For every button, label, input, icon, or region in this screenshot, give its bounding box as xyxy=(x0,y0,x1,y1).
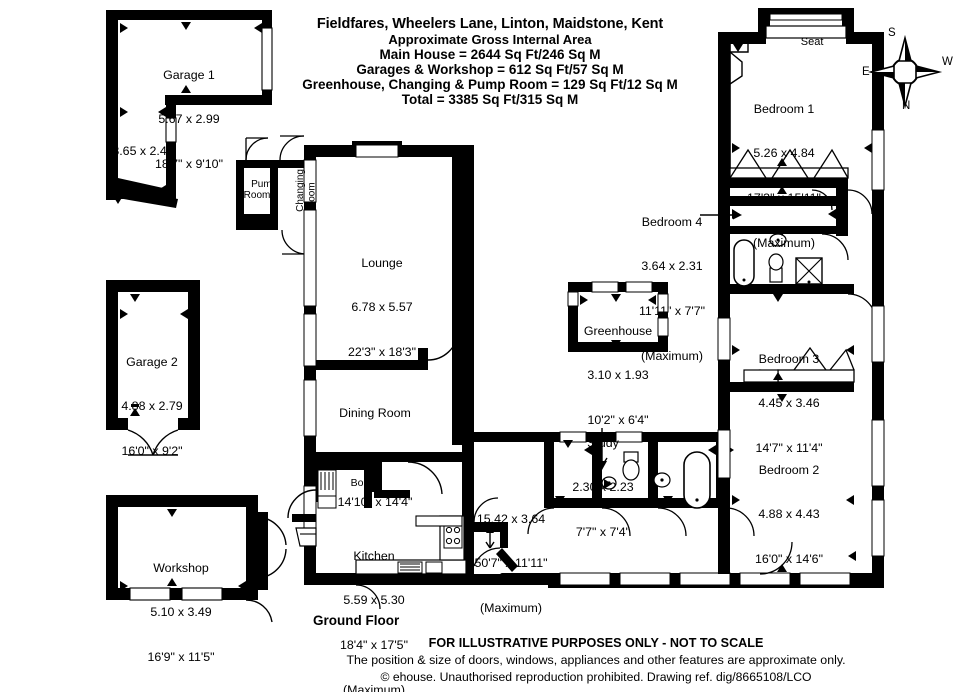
bedroom-2-name: Bedroom 2 xyxy=(758,462,820,477)
kitchen-metric: 5.59 x 5.30 xyxy=(343,593,405,608)
bedroom-1-note: (Maximum) xyxy=(753,235,815,250)
kitchen-note: (Maximum) xyxy=(343,682,405,692)
seat-name: Seat xyxy=(800,35,824,48)
room-label-bedroom-4: Bedroom 4 3.64 x 2.31 11'11" x 7'7" (Max… xyxy=(639,185,705,393)
compass-label-south: S xyxy=(888,27,896,39)
garage-1-metric: 5.67 x 2.99 xyxy=(158,112,220,127)
lounge-metric: 6.78 x 5.57 xyxy=(351,300,413,315)
room-label-lounge: Lounge 6.78 x 5.57 22'3" x 18'3" xyxy=(348,226,416,390)
label-seat: Seat xyxy=(789,23,824,61)
footer-note: The position & size of doors, windows, a… xyxy=(346,653,846,667)
bedroom-2-imperial: 16'0" x 14'6" xyxy=(755,552,823,566)
dining-room-name: Dining Room xyxy=(339,405,411,420)
bedroom-1-name: Bedroom 1 xyxy=(753,101,815,116)
garage-1-annex-metric: 3.65 x 2.45 xyxy=(112,143,174,158)
dining-room-imperial: 14'10" x 14'4" xyxy=(337,495,413,509)
boiler-name: Boiler xyxy=(350,476,378,489)
footer-disclaimer: FOR ILLUSTRATIVE PURPOSES ONLY - NOT TO … xyxy=(428,636,764,650)
bedroom-1-imperial: 17'3" x 15'11" xyxy=(747,191,821,205)
workshop-name: Workshop xyxy=(153,560,209,575)
bedroom-4-metric: 3.64 x 2.31 xyxy=(641,259,703,274)
study-name: Study xyxy=(587,435,619,450)
hall-metric: 15.42 x 3.64 xyxy=(476,511,546,526)
garage-1-name: Garage 1 xyxy=(163,67,215,82)
room-label-study: Study 2.30 x 2.23 7'7" x 7'4" xyxy=(572,406,633,570)
study-metric: 2.30 x 2.23 xyxy=(572,480,634,495)
bedroom-3-imperial: 14'7" x 11'4" xyxy=(755,441,823,455)
bedroom-2-metric: 4.88 x 4.43 xyxy=(758,507,820,522)
room-label-hall: 15.42 x 3.64 50'7" x 11'11" (Maximum) xyxy=(474,482,547,646)
compass-label-north: N xyxy=(902,100,911,112)
area-subtitle: Approximate Gross Internal Area xyxy=(388,32,592,47)
workshop-metric: 5.10 x 3.49 xyxy=(150,605,212,620)
area-main-house: Main House = 2644 Sq Ft/246 Sq M xyxy=(379,47,601,62)
area-greenhouse: Greenhouse, Changing & Pump Room = 129 S… xyxy=(302,77,678,92)
bedroom-1-metric: 5.26 x 4.84 xyxy=(753,146,815,161)
room-label-bedroom-2: Bedroom 2 4.88 x 4.43 16'0" x 14'6" xyxy=(755,433,823,597)
room-label-garage-2: Garage 2 4.88 x 2.79 16'0" x 9'2" xyxy=(121,325,182,489)
workshop-imperial: 16'9" x 11'5" xyxy=(147,650,215,664)
pump-room-name: Pump Room xyxy=(243,179,278,202)
greenhouse-metric: 3.10 x 1.93 xyxy=(587,368,649,383)
bedroom-4-name: Bedroom 4 xyxy=(641,214,703,229)
kitchen-imperial: 18'4" x 17'5" xyxy=(340,638,408,652)
greenhouse-name: Greenhouse xyxy=(583,323,653,338)
floor-label: Ground Floor xyxy=(313,613,400,628)
bedroom-3-name: Bedroom 3 xyxy=(758,351,820,366)
area-garages-workshop: Garages & Workshop = 612 Sq Ft/57 Sq M xyxy=(356,62,624,77)
property-address: Fieldfares, Wheelers Lane, Linton, Maids… xyxy=(316,16,664,32)
compass-label-east: E xyxy=(862,66,870,78)
changing-room-name: Changing Room xyxy=(295,169,318,212)
room-label-bedroom-3: Bedroom 3 4.45 x 3.46 14'7" x 11'4" xyxy=(755,322,822,486)
dining-room-metric: 4.53 x 4.37 xyxy=(344,450,406,465)
room-label-greenhouse: Greenhouse 3.10 x 1.93 10'2" x 6'4" xyxy=(584,294,652,458)
room-label-workshop: Workshop 5.10 x 3.49 16'9" x 11'5" xyxy=(147,531,214,692)
room-label-dining-room: Dining Room 4.53 x 4.37 14'10" x 14'4" xyxy=(338,376,413,540)
title-block: Fieldfares, Wheelers Lane, Linton, Maids… xyxy=(302,16,677,107)
room-label-garage-1-annex: 3.65 x 2.45 12'0" x 8'0" xyxy=(112,114,173,233)
bedroom-4-note: (Maximum) xyxy=(641,348,703,363)
lounge-name: Lounge xyxy=(361,255,403,270)
room-label-kitchen: Kitchen 5.59 x 5.30 18'4" x 17'5" (Maxim… xyxy=(340,519,408,692)
area-total: Total = 3385 Sq Ft/315 Sq M xyxy=(401,92,579,107)
room-label-changing-room: Changing Room xyxy=(284,160,329,232)
room-label-garage-1: Garage 1 5.67 x 2.99 18'7" x 9'10" xyxy=(155,38,223,202)
garage-2-imperial: 16'0" x 9'2" xyxy=(121,444,183,458)
footer-copyright: © ehouse. Unauthorised reproduction proh… xyxy=(380,670,812,684)
greenhouse-imperial: 10'2" x 6'4" xyxy=(587,413,649,427)
garage-1-imperial: 18'7" x 9'10" xyxy=(155,157,223,171)
hall-note: (Maximum) xyxy=(480,601,542,615)
compass-label-west: W xyxy=(942,56,953,68)
hall-imperial: 50'7" x 11'11" xyxy=(474,556,548,571)
bedroom-4-imperial: 11'11" x 7'7" xyxy=(638,304,706,318)
label-boiler: Boiler xyxy=(339,466,378,501)
kitchen-name: Kitchen xyxy=(353,548,395,563)
lounge-imperial: 22'3" x 18'3" xyxy=(348,345,416,359)
garage-2-metric: 4.88 x 2.79 xyxy=(121,399,183,414)
garage-1-annex-imperial: 12'0" x 8'0" xyxy=(112,188,174,203)
study-imperial: 7'7" x 7'4" xyxy=(575,525,631,539)
room-label-bedroom-1: Bedroom 1 5.26 x 4.84 17'3" x 15'11" (Ma… xyxy=(747,72,821,280)
bedroom-3-metric: 4.45 x 3.46 xyxy=(758,396,820,411)
room-label-pump-room: Pump Room xyxy=(240,168,278,213)
garage-2-name: Garage 2 xyxy=(126,354,178,369)
